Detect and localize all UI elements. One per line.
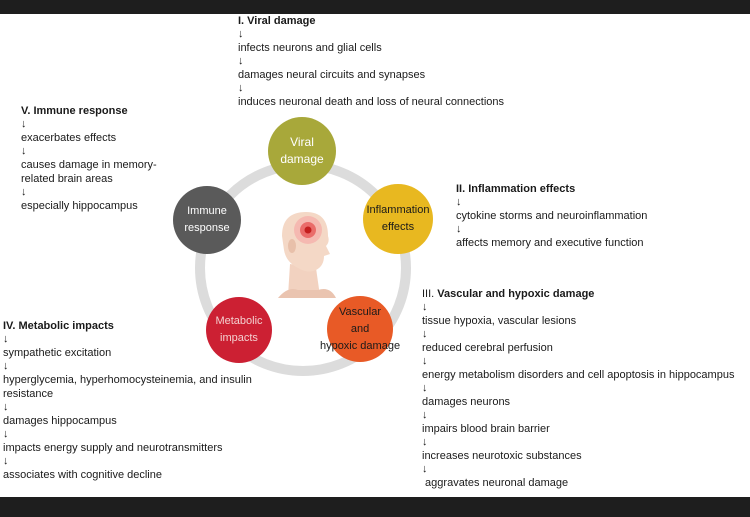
down-arrow-icon: ↓	[422, 409, 428, 421]
section-immune-step: related brain areas	[21, 173, 113, 185]
section-viral-step: damages neural circuits and synapses	[238, 69, 426, 81]
section-metabolic-title: IV. Metabolic impacts	[3, 320, 114, 332]
down-arrow-icon: ↓	[422, 382, 428, 394]
section-viral-damage: I. Viral damage ↓ infects neurons and gl…	[238, 14, 504, 109]
section-vascular-step: damages neurons	[422, 396, 511, 408]
down-arrow-icon: ↓	[21, 186, 27, 198]
down-arrow-icon: ↓	[456, 223, 462, 235]
section-metabolic-step: resistance	[3, 388, 54, 400]
down-arrow-icon: ↓	[3, 455, 9, 467]
node-vascular-label-2: and	[350, 322, 370, 335]
down-arrow-icon: ↓	[3, 428, 9, 440]
section-immune-response: V. Immune response ↓ exacerbates effects…	[21, 104, 157, 213]
down-arrow-icon: ↓	[3, 333, 9, 345]
section-viral-title: I. Viral damage	[238, 15, 316, 27]
down-arrow-icon: ↓	[422, 301, 428, 313]
down-arrow-icon: ↓	[422, 436, 428, 448]
section-metabolic-step: hyperglycemia, hyperhomocysteinemia, and…	[3, 374, 252, 386]
section-vascular-step: tissue hypoxia, vascular lesions	[422, 315, 577, 327]
down-arrow-icon: ↓	[3, 401, 9, 413]
human-head-brain-icon	[278, 212, 336, 298]
section-vascular-step: energy metabolism disorders and cell apo…	[422, 369, 735, 381]
node-viral-label-2: damage	[280, 152, 324, 166]
diagram-canvas: Viral damage Inflammation effects Vascul…	[0, 14, 750, 497]
down-arrow-icon: ↓	[422, 355, 428, 367]
down-arrow-icon: ↓	[456, 196, 462, 208]
section-metabolic-step: damages hippocampus	[3, 415, 117, 427]
node-immune-response: Immune response	[173, 186, 241, 254]
down-arrow-icon: ↓	[238, 55, 244, 67]
down-arrow-icon: ↓	[238, 28, 244, 40]
node-metabolic-impacts: Metabolic impacts	[206, 297, 272, 363]
node-vascular-label-1: Vascular	[339, 305, 381, 318]
node-inflammation-effects: Inflammation effects	[363, 184, 433, 254]
section-vascular-step: increases neurotoxic substances	[422, 450, 582, 462]
section-immune-step: especially hippocampus	[21, 200, 138, 212]
section-vascular-step: impairs blood brain barrier	[422, 423, 550, 435]
section-inflammation-step: cytokine storms and neuroinflammation	[456, 210, 648, 222]
section-immune-step: exacerbates effects	[21, 132, 117, 144]
down-arrow-icon: ↓	[3, 360, 9, 372]
section-viral-step: infects neurons and glial cells	[238, 42, 382, 54]
down-arrow-icon: ↓	[21, 145, 27, 157]
section-vascular-step: aggravates neuronal damage	[422, 477, 569, 489]
section-viral-step: induces neuronal death and loss of neura…	[238, 96, 505, 108]
section-vascular-hypoxic: III. Vascular and hypoxic damage ↓ tissu…	[422, 287, 734, 490]
node-metabolic-label-1: Metabolic	[215, 315, 263, 327]
node-immune-label-2: response	[184, 222, 230, 234]
down-arrow-icon: ↓	[21, 118, 27, 130]
section-inflammation-effects: II. Inflammation effects ↓ cytokine stor…	[456, 182, 647, 250]
section-vascular-step: reduced cerebral perfusion	[422, 342, 553, 354]
node-viral-damage: Viral damage	[268, 117, 336, 185]
section-inflammation-title: II. Inflammation effects	[456, 183, 576, 195]
node-inflammation-label-2: effects	[381, 221, 415, 233]
section-vascular-title-prefix: III.	[422, 288, 438, 300]
section-metabolic-step: associates with cognitive decline	[3, 469, 162, 481]
down-arrow-icon: ↓	[422, 463, 428, 475]
section-vascular-title: III. Vascular and hypoxic damage	[422, 287, 734, 301]
section-inflammation-step: affects memory and executive function	[456, 237, 644, 249]
down-arrow-icon: ↓	[422, 328, 428, 340]
node-vascular-hypoxic: Vascular and hypoxic damage	[320, 296, 400, 362]
node-vascular-label-3: hypoxic damage	[319, 339, 401, 352]
node-viral-label-1: Viral	[290, 135, 314, 149]
section-immune-title: V. Immune response	[21, 105, 128, 117]
section-metabolic-step: sympathetic excitation	[3, 347, 112, 359]
section-metabolic-impacts: IV. Metabolic impacts ↓ sympathetic exci…	[3, 319, 252, 482]
down-arrow-icon: ↓	[238, 82, 244, 94]
section-vascular-title-text: Vascular and hypoxic damage	[437, 288, 595, 300]
node-inflammation-label-1: Inflammation	[366, 204, 430, 216]
section-metabolic-step: impacts energy supply and neurotransmitt…	[3, 442, 223, 454]
section-immune-step: causes damage in memory-	[21, 159, 157, 171]
node-metabolic-label-2: impacts	[220, 332, 258, 344]
node-immune-label-1: Immune	[187, 205, 227, 217]
